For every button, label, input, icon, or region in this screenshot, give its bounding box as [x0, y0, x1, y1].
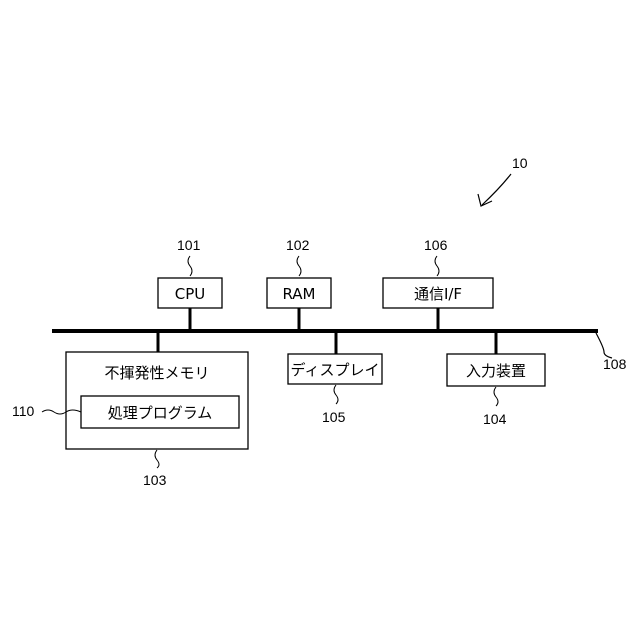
comm-if-ref-label: 106 [424, 237, 448, 253]
nvm-ref-label: 103 [143, 472, 167, 488]
display-label: ディスプレイ [291, 361, 380, 379]
ram-label: RAM [282, 285, 315, 303]
nvm-label: 不揮発性メモリ [104, 364, 209, 382]
cpu-ref-label: 101 [177, 237, 201, 253]
cpu-label: CPU [175, 285, 206, 303]
program-label: 処理プログラム [108, 404, 213, 422]
input-label: 入力装置 [466, 362, 526, 380]
comm-if-leader-line [435, 256, 439, 276]
bus-ref-label: 108 [603, 356, 627, 372]
bus-leader-line [596, 333, 612, 358]
figure-ref-label: 10 [512, 155, 528, 171]
input-ref-label: 104 [483, 411, 507, 427]
figure-ref-arrow-line [482, 174, 511, 205]
ram-leader-line [297, 256, 301, 276]
cpu-leader-line [188, 256, 192, 276]
nvm-leader-line [155, 450, 159, 468]
comm-if-label: 通信I/F [414, 285, 462, 303]
display-leader-line [334, 385, 338, 404]
program-ref-label: 110 [12, 403, 35, 419]
ram-ref-label: 102 [286, 237, 310, 253]
display-ref-label: 105 [322, 409, 346, 425]
figure-ref-arrow-head [478, 194, 492, 206]
input-leader-line [494, 387, 498, 406]
